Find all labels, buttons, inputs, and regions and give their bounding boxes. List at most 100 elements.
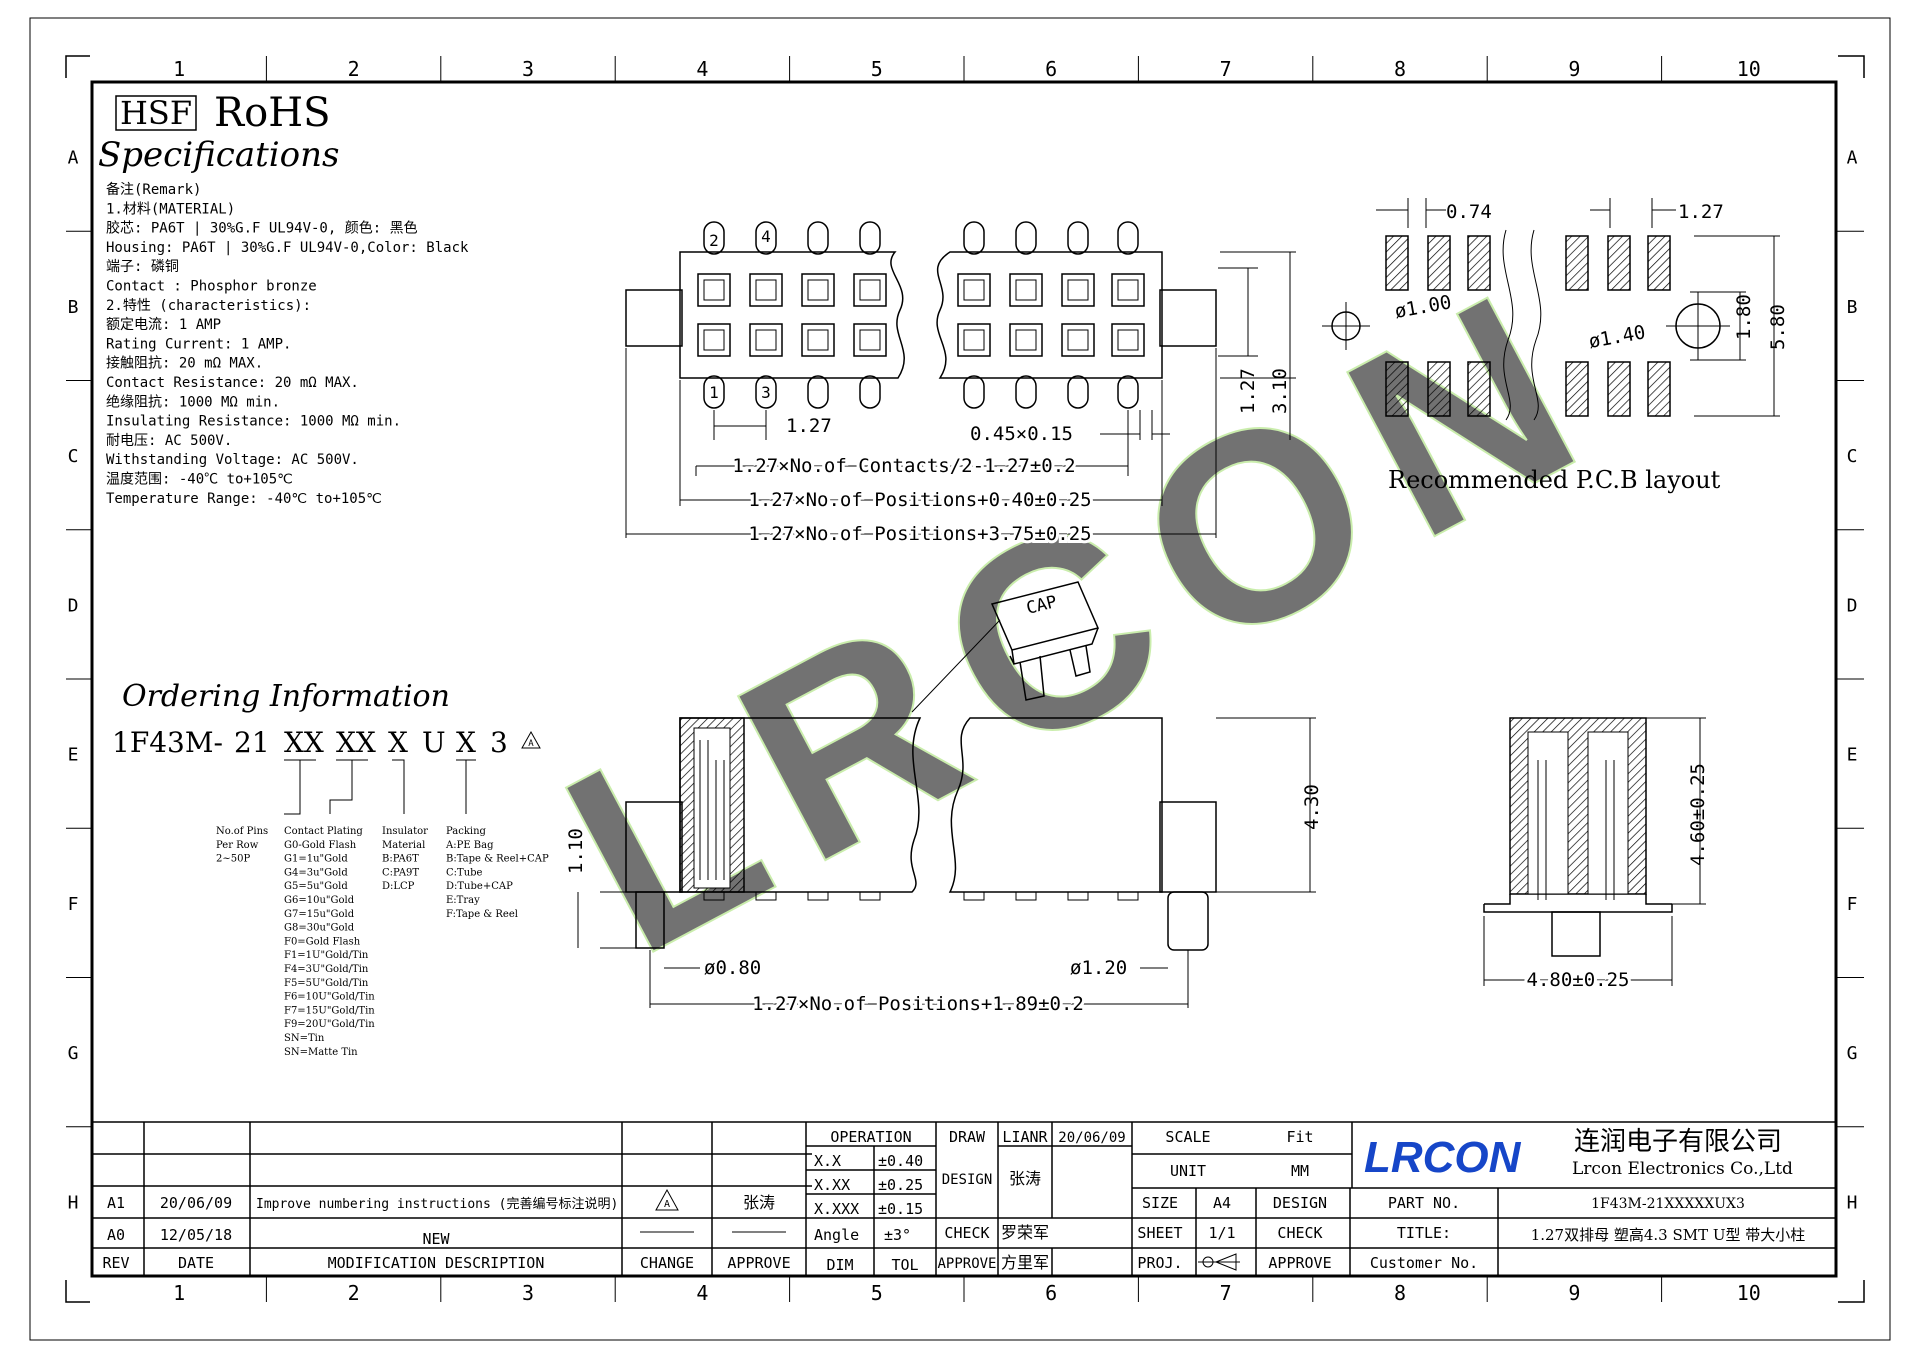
side-right-bottom-post bbox=[1167, 891, 1209, 951]
top-pin bbox=[807, 221, 829, 255]
pin-label-2: 2 bbox=[709, 231, 719, 250]
svg-text:A: A bbox=[664, 1199, 670, 1210]
ordering-option: G0-Gold Flash bbox=[284, 840, 357, 851]
dim-width-310: 3.10 bbox=[1269, 368, 1291, 414]
pcb-dim-row: 1.80 bbox=[1733, 294, 1755, 340]
row-label: D bbox=[68, 595, 79, 616]
approve2-label: APPROVE bbox=[1268, 1254, 1331, 1272]
ordering-option: F6=10U"Gold/Tin bbox=[284, 992, 375, 1003]
spec-line: 备注(Remark) bbox=[106, 181, 201, 198]
part-no-label: PART NO. bbox=[1388, 1194, 1460, 1212]
contact-cavity bbox=[801, 273, 835, 307]
proj-label: PROJ. bbox=[1137, 1254, 1182, 1272]
end-feet bbox=[1483, 894, 1673, 913]
contact-foot bbox=[703, 891, 725, 901]
top-pins bbox=[703, 221, 1139, 409]
ordering-option: No.of Pins bbox=[216, 826, 268, 837]
spec-line: 耐电压: AC 500V. bbox=[106, 433, 232, 449]
unit-label: UNIT bbox=[1170, 1162, 1206, 1180]
spec-line: 胶芯: PA6T | 30%G.F UL94V-0, 颜色: 黑色 bbox=[106, 220, 418, 237]
contact-foot bbox=[1015, 891, 1037, 901]
desc-header: MODIFICATION DESCRIPTION bbox=[328, 1254, 545, 1272]
change-header: CHANGE bbox=[640, 1254, 694, 1272]
contact-cavity bbox=[1009, 273, 1043, 307]
grid-ticks bbox=[66, 56, 1864, 1302]
pcb-pad bbox=[1565, 235, 1589, 291]
pcb-pad bbox=[1607, 235, 1631, 291]
top-right-body bbox=[936, 251, 1163, 379]
row-label: A bbox=[1847, 148, 1858, 169]
row-label: D bbox=[1847, 595, 1858, 616]
pin-label-3: 3 bbox=[761, 383, 771, 402]
pcb-dim-pitch: 1.27 bbox=[1678, 201, 1724, 223]
dim-label: DIM bbox=[826, 1256, 853, 1274]
side-dim-height: 4.30 bbox=[1301, 784, 1323, 830]
ordering-code-pins: XX bbox=[284, 726, 324, 759]
contact-cavity-inner bbox=[807, 279, 829, 301]
side-right-peg bbox=[1159, 801, 1217, 893]
contact-foot bbox=[859, 891, 881, 901]
ordering-option: F5=5U"Gold/Tin bbox=[284, 978, 369, 989]
bottom-pin bbox=[1015, 375, 1037, 409]
contact-cavity-inner bbox=[859, 279, 881, 301]
ordering-option: F1=1U"Gold/Tin bbox=[284, 950, 369, 961]
contact-cavity bbox=[1111, 323, 1145, 357]
dim-pitch-top: 1.27 bbox=[786, 415, 832, 437]
ordering-code-3: 3 bbox=[490, 726, 508, 759]
column-label: 4 bbox=[696, 57, 708, 81]
header: HSF RoHS Specifications bbox=[98, 90, 339, 175]
end-cavity-right bbox=[1587, 731, 1629, 895]
pcb-pad bbox=[1385, 361, 1409, 417]
part-no-value: 1F43M-21XXXXXUX3 bbox=[1591, 1196, 1745, 1212]
pcb-dimensions bbox=[1376, 198, 1780, 417]
ordering-option: F0=Gold Flash bbox=[284, 936, 361, 947]
rohs-label: RoHS bbox=[214, 90, 330, 136]
rev-a1-change-triangle-icon: A bbox=[655, 1188, 679, 1211]
check-label: CHECK bbox=[944, 1224, 989, 1242]
column-label: 3 bbox=[522, 1281, 534, 1305]
specifications-title: Specifications bbox=[98, 135, 339, 175]
row-label: F bbox=[1847, 894, 1858, 915]
contact-cavity-inner bbox=[755, 329, 777, 351]
column-label: 5 bbox=[871, 57, 883, 81]
row-label: H bbox=[68, 1192, 79, 1213]
ordering-option: B:Tape & Reel+CAP bbox=[446, 854, 549, 865]
column-label: 3 bbox=[522, 57, 534, 81]
side-view: CAP 4.30 1.10 ø0.80 ø1.20 1.27×No.of Pos… bbox=[565, 581, 1323, 1018]
rev-a1-date: 20/06/09 bbox=[160, 1194, 232, 1212]
pcb-layout: 0.74 1.27 ø1.00 ø1.40 1.80 5.80 Recommen… bbox=[1322, 198, 1789, 494]
title-label: TITLE: bbox=[1397, 1224, 1451, 1242]
row-label: H bbox=[1847, 1192, 1858, 1213]
tol-val-4: ±3° bbox=[884, 1226, 911, 1244]
pcb-pad bbox=[1385, 235, 1409, 291]
ordering-option: Insulator bbox=[382, 826, 428, 837]
column-label: 4 bbox=[696, 1281, 708, 1305]
spec-line: Contact Resistance: 20 mΩ MAX. bbox=[106, 375, 359, 391]
column-label: 2 bbox=[348, 57, 360, 81]
unit-value: MM bbox=[1291, 1162, 1309, 1180]
contact-cavity bbox=[1061, 273, 1095, 307]
hsf-box bbox=[115, 95, 197, 131]
column-label: 10 bbox=[1737, 1281, 1761, 1305]
top-pin bbox=[1067, 221, 1089, 255]
ordering-option: SN=Matte Tin bbox=[284, 1047, 358, 1058]
contact-cavity bbox=[1111, 273, 1145, 307]
side-view-dimensions bbox=[577, 717, 1316, 1008]
column-label: 5 bbox=[871, 1281, 883, 1305]
side-right-body bbox=[948, 717, 1163, 893]
column-label: 8 bbox=[1394, 57, 1406, 81]
ordering-option: F4=3U"Gold/Tin bbox=[284, 964, 369, 975]
end-view: 4.60±0.25 4.80±0.25 bbox=[1483, 717, 1709, 994]
row-label: G bbox=[68, 1043, 79, 1064]
corner-brackets bbox=[65, 55, 1865, 1303]
end-view-dimensions bbox=[1483, 717, 1706, 986]
ordering-option: SN=Tin bbox=[284, 1033, 325, 1044]
spec-line: Withstanding Voltage: AC 500V. bbox=[106, 452, 359, 468]
ordering-title: Ordering Information bbox=[122, 679, 450, 714]
ordering-option: D:LCP bbox=[382, 881, 415, 892]
end-contacts bbox=[1537, 760, 1615, 900]
pcb-dim-total: 5.80 bbox=[1767, 304, 1789, 350]
